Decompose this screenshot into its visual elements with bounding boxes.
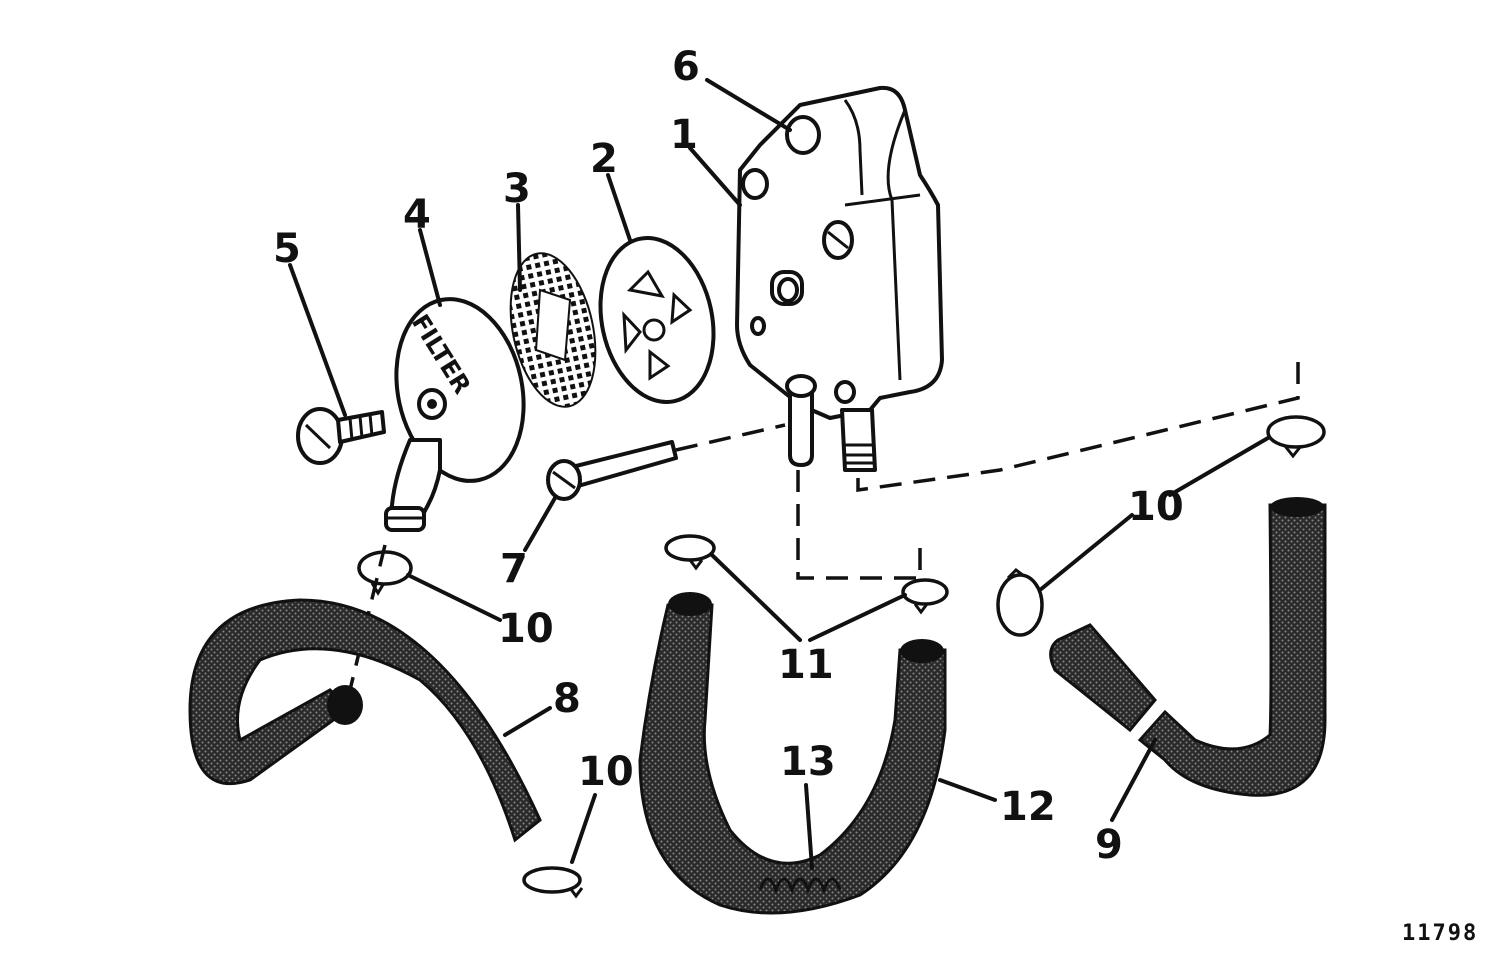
clip-11-left [664,534,716,571]
screw [296,407,386,465]
clip-11-right [901,578,949,615]
clip-10-upper-left [357,550,413,596]
clip-10-right [996,568,1044,637]
callout-7: 7 [500,546,528,592]
callout-1: 1 [670,112,698,158]
hose-9-short [1049,623,1157,733]
hose-9-long [1137,497,1327,797]
callout-10-bottom: 10 [578,749,634,795]
callout-10-left: 10 [498,606,554,652]
callout-4: 4 [403,192,431,238]
clip-10-top-right [1266,415,1326,459]
filter-cap: FILTER [384,297,526,532]
hose-12 [638,592,947,915]
hose-8 [188,598,542,843]
callout-6: 6 [672,44,700,90]
filter-plate [598,236,716,404]
callout-13: 13 [780,739,836,785]
leader-lines [288,78,1270,870]
figure-number: 11798 [1402,921,1478,946]
callout-10-right: 10 [1128,484,1184,530]
filter-screen [509,252,597,408]
callout-5: 5 [273,226,301,272]
callout-2: 2 [590,136,618,182]
fuel-pump-body [735,85,944,472]
callout-labels: 6 1 2 3 4 5 7 10 8 10 11 13 12 10 9 [273,44,1184,868]
callout-12: 12 [1000,784,1056,830]
callout-3: 3 [503,166,531,212]
spring-13 [758,877,842,895]
callout-11: 11 [778,642,834,688]
long-screw [546,440,678,501]
clip-10-lower [522,866,584,899]
callout-9: 9 [1095,822,1123,868]
callout-8: 8 [553,676,581,722]
